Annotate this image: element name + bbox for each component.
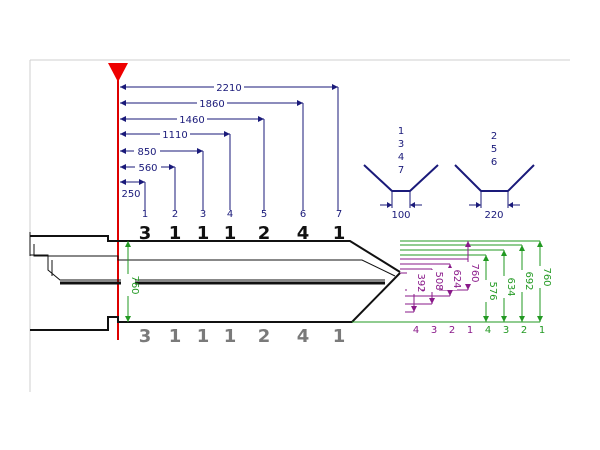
station-7: 7 bbox=[336, 209, 342, 220]
right-label-7: 2 bbox=[521, 325, 527, 336]
dim-label-1860: 1860 bbox=[199, 99, 224, 110]
dim-label-250: 250 bbox=[121, 189, 140, 200]
dim-label-560: 560 bbox=[138, 163, 157, 174]
bottom-count-5: 2 bbox=[258, 326, 271, 347]
profile-left-id-1: 1 bbox=[398, 126, 404, 137]
dim-label-1460: 1460 bbox=[179, 115, 204, 126]
dim-label-2210: 2210 bbox=[216, 83, 241, 94]
right-dimension-green: 576 634 692 760 bbox=[479, 241, 552, 322]
top-count-row: 3 1 1 1 2 4 1 bbox=[139, 223, 346, 244]
top-count-2: 1 bbox=[169, 223, 182, 244]
profile-right-id-3: 6 bbox=[491, 157, 497, 168]
center-dimension: 760 bbox=[121, 241, 140, 322]
top-count-1: 3 bbox=[139, 223, 152, 244]
top-count-7: 1 bbox=[333, 223, 346, 244]
right-label-4: 1 bbox=[467, 325, 473, 336]
horizontal-dimension-labels: 2210 1860 1460 1110 850 560 250 bbox=[121, 81, 244, 200]
green-dim-692: 692 bbox=[523, 271, 534, 290]
top-count-6: 4 bbox=[297, 223, 310, 244]
bottom-count-3: 1 bbox=[197, 326, 210, 347]
station-labels: 1 2 3 4 5 6 7 bbox=[142, 209, 342, 220]
green-dim-576: 576 bbox=[487, 281, 498, 300]
station-5: 5 bbox=[261, 209, 267, 220]
right-label-8: 1 bbox=[539, 325, 545, 336]
profile-right-id-1: 2 bbox=[491, 131, 497, 142]
dim-label-1110: 1110 bbox=[162, 130, 187, 141]
datum-marker-icon[interactable] bbox=[108, 63, 128, 82]
bottom-count-7: 1 bbox=[333, 326, 346, 347]
dim-label-850: 850 bbox=[137, 147, 156, 158]
right-label-5: 4 bbox=[485, 325, 491, 336]
station-2: 2 bbox=[172, 209, 178, 220]
body-outline bbox=[29, 232, 401, 331]
right-label-6: 3 bbox=[503, 325, 509, 336]
station-6: 6 bbox=[300, 209, 306, 220]
profile-left: 1 3 4 7 100 bbox=[363, 126, 439, 221]
green-dim-634: 634 bbox=[505, 277, 516, 296]
profile-right: 2 5 6 220 bbox=[454, 131, 535, 221]
green-dim-760: 760 bbox=[541, 267, 552, 286]
profile-right-width: 220 bbox=[484, 210, 503, 221]
purple-dim-760: 760 bbox=[469, 263, 480, 282]
purple-dim-392: 392 bbox=[415, 273, 426, 292]
station-1: 1 bbox=[142, 209, 148, 220]
center-dim-label: 760 bbox=[129, 275, 140, 294]
top-count-3: 1 bbox=[197, 223, 210, 244]
bottom-count-row: 3 1 1 1 2 4 1 bbox=[139, 326, 346, 347]
bottom-count-2: 1 bbox=[169, 326, 182, 347]
profile-left-id-3: 4 bbox=[398, 152, 404, 163]
right-label-1: 4 bbox=[413, 325, 419, 336]
profile-left-id-2: 3 bbox=[398, 139, 404, 150]
right-bottom-labels: 4 3 2 1 4 3 2 1 bbox=[413, 325, 545, 336]
profile-left-id-4: 7 bbox=[398, 165, 404, 176]
station-4: 4 bbox=[227, 209, 233, 220]
station-3: 3 bbox=[200, 209, 206, 220]
top-count-4: 1 bbox=[224, 223, 237, 244]
horizontal-dimension-arrows bbox=[120, 84, 338, 185]
purple-dim-624: 624 bbox=[451, 269, 462, 288]
top-count-5: 2 bbox=[258, 223, 271, 244]
profile-left-width: 100 bbox=[391, 210, 410, 221]
profile-right-id-2: 5 bbox=[491, 144, 497, 155]
right-dimension-purple: 392 508 624 760 bbox=[407, 241, 480, 312]
bottom-count-1: 3 bbox=[139, 326, 152, 347]
purple-dim-508: 508 bbox=[433, 271, 444, 290]
right-label-3: 2 bbox=[449, 325, 455, 336]
right-label-2: 3 bbox=[431, 325, 437, 336]
bottom-count-4: 1 bbox=[224, 326, 237, 347]
bottom-count-6: 4 bbox=[297, 326, 310, 347]
